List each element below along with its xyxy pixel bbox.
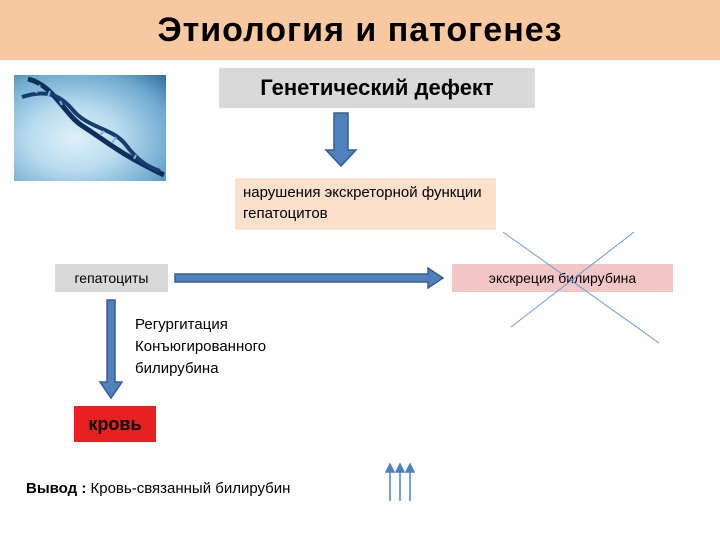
genetic-defect-label: Генетический дефект <box>260 75 494 100</box>
cross-line-1 <box>502 231 660 344</box>
dna-helix-icon <box>21 76 166 178</box>
conclusion-text: Кровь-связанный билирубин <box>90 480 291 497</box>
regurgitation-text: Регургитация Конъюгированного билирубина <box>135 314 335 380</box>
conclusion: Вывод : Кровь-связанный билирубин <box>26 480 290 497</box>
dna-helix-image <box>14 75 166 181</box>
cross-line-2 <box>510 231 635 328</box>
down-arrow-blood <box>98 299 124 400</box>
blood-box: кровь <box>74 406 156 442</box>
regurgitation-line-3: билирубина <box>135 360 219 377</box>
right-arrow-excretion <box>174 266 445 290</box>
blood-label: кровь <box>88 413 142 434</box>
triple-up-arrow-icon <box>384 462 416 501</box>
genetic-defect-box: Генетический дефект <box>219 68 535 108</box>
hepatocytes-label: гепатоциты <box>74 270 149 286</box>
regurgitation-line-1: Регургитация <box>135 316 228 333</box>
excretory-violation-box: нарушения экскреторной функции гепатоцит… <box>235 178 496 230</box>
bilirubin-excretion-box: экскреция билирубина <box>452 264 673 292</box>
page-title: Этиология и патогенез <box>157 10 563 49</box>
bilirubin-excretion-label: экскреция билирубина <box>488 270 637 286</box>
conclusion-label: Вывод : <box>26 480 87 497</box>
title-bar: Этиология и патогенез <box>0 0 720 60</box>
hepatocytes-box: гепатоциты <box>55 264 168 292</box>
regurgitation-line-2: Конъюгированного <box>135 338 267 355</box>
down-arrow-genetic <box>324 112 358 168</box>
